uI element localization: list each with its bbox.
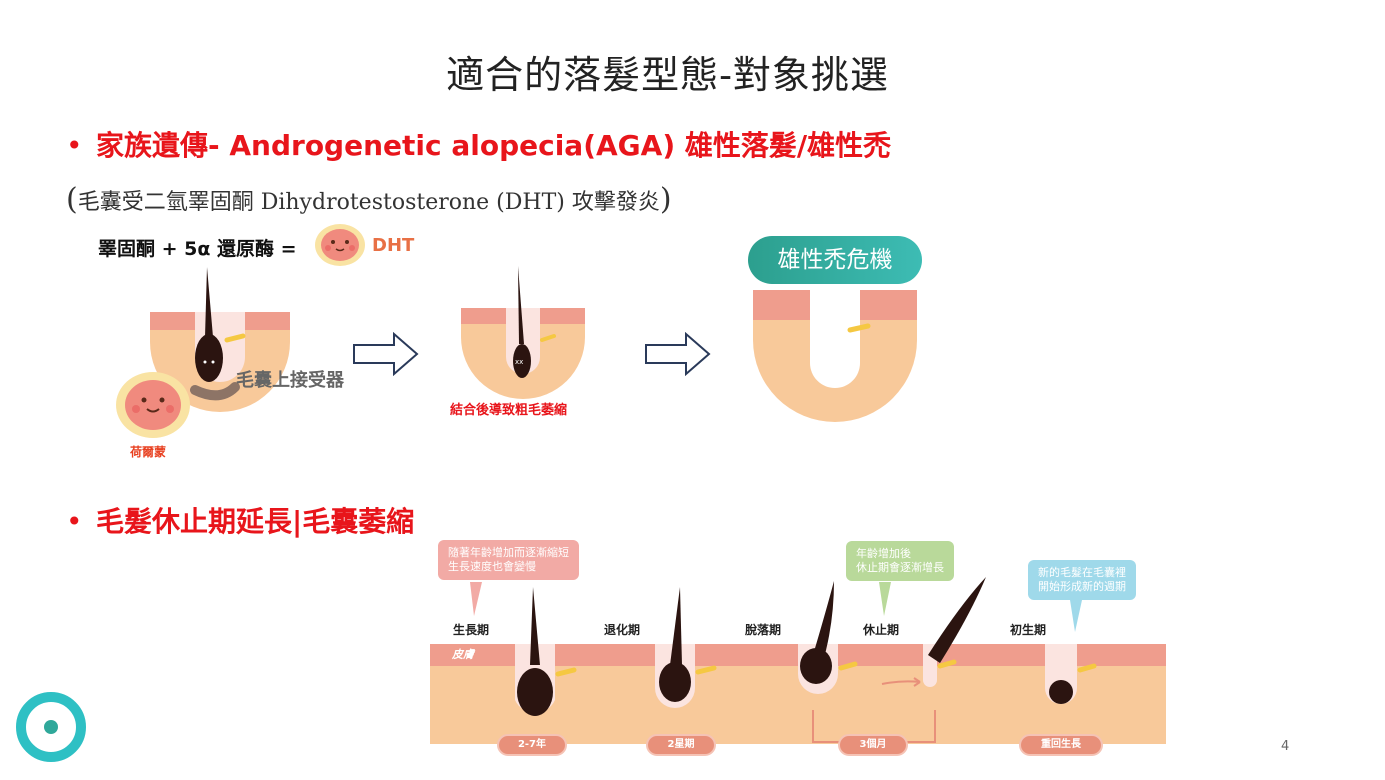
follicle-anagen xyxy=(515,644,555,716)
bubble-line: 新的毛髮在毛囊裡 xyxy=(1038,566,1126,579)
follicle-diagram-bald xyxy=(753,290,917,422)
duration-pill-telogen: 3個月 xyxy=(838,734,908,756)
phase-label-catagen: 退化期 xyxy=(604,623,641,637)
receptor-label: 毛囊上接受器 xyxy=(236,370,344,391)
paren-close: ) xyxy=(659,182,672,217)
bubble-tail xyxy=(470,582,482,616)
duration-pill-anagen: 2-7年 xyxy=(497,734,567,756)
follicle-diagram-atrophy: xx xyxy=(461,266,585,399)
bullet-heading-telogen: • 毛髮休止期延長|毛囊萎縮 xyxy=(66,500,414,540)
follicle-early-anagen xyxy=(1045,644,1077,704)
bullet-dot: • xyxy=(66,129,83,162)
phase-label-telogen: 休止期 xyxy=(863,623,900,637)
dht-face-icon xyxy=(315,224,365,266)
bubble-line: 年齡增加後 xyxy=(856,547,911,560)
bubble-anagen-note: 隨著年齡增加而逐漸縮短 生長速度也會變慢 xyxy=(438,540,579,580)
bubble-early-anagen-note: 新的毛髮在毛囊裡 開始形成新的週期 xyxy=(1028,560,1136,600)
paren-open: ( xyxy=(66,182,78,217)
bubble-line: 隨著年齡增加而逐漸縮短 xyxy=(448,546,569,559)
telogen-heading-text: 毛髮休止期延長|毛囊萎縮 xyxy=(96,505,415,538)
bubble-line: 生長速度也會變慢 xyxy=(448,560,536,573)
arrow-right-icon xyxy=(353,332,419,376)
phase-label-exogen: 脫落期 xyxy=(745,623,782,637)
dht-subtitle: (毛囊受二氫睪固酮 Dihydrotestosterone (DHT) 攻擊發炎… xyxy=(66,182,672,217)
crisis-badge: 雄性禿危機 xyxy=(748,236,922,284)
bubble-tail xyxy=(879,582,891,616)
phase-label-early-anagen: 初生期 xyxy=(1010,623,1047,637)
atrophy-label: 結合後導致粗毛萎縮 xyxy=(450,403,568,418)
duration-pill-regrowth: 重回生長 xyxy=(1019,734,1103,756)
bubble-line: 休止期會逐漸增長 xyxy=(856,561,944,574)
svg-text:xx: xx xyxy=(515,358,523,366)
duration-pill-catagen: 2星期 xyxy=(646,734,716,756)
formula-text: 睪固酮 + 5α 還原酶 = xyxy=(98,238,297,260)
subtitle-text: 毛囊受二氫睪固酮 Dihydrotestosterone (DHT) 攻擊發炎 xyxy=(77,190,660,215)
dht-label: DHT xyxy=(372,235,415,256)
bullet-heading-aga: • 家族遺傳- Androgenetic alopecia(AGA) 雄性落髮/雄… xyxy=(66,124,891,164)
bubble-tail xyxy=(1070,600,1082,632)
follicle-catagen xyxy=(655,644,695,708)
bullet-dot: • xyxy=(66,505,83,538)
aga-heading-text: 家族遺傳- Androgenetic alopecia(AGA) 雄性落髮/雄性… xyxy=(96,129,892,162)
page-number: 4 xyxy=(1281,739,1290,754)
bubble-line: 開始形成新的週期 xyxy=(1038,580,1126,593)
hair-cycle-diagram xyxy=(430,644,1166,744)
phase-label-anagen: 生長期 xyxy=(453,623,490,637)
follicle-diagram-normal xyxy=(150,267,290,412)
hair-strands xyxy=(530,577,986,665)
arrow-right-icon xyxy=(645,332,711,376)
skin-label: 皮膚 xyxy=(452,648,474,661)
hormone-label: 荷爾蒙 xyxy=(130,445,167,459)
bubble-telogen-note: 年齡增加後 休止期會逐漸增長 xyxy=(846,541,954,581)
hormone-face-icon xyxy=(116,372,190,438)
brand-logo-icon xyxy=(16,692,86,762)
slide-title: 適合的落髮型態-對象挑選 xyxy=(446,53,889,97)
